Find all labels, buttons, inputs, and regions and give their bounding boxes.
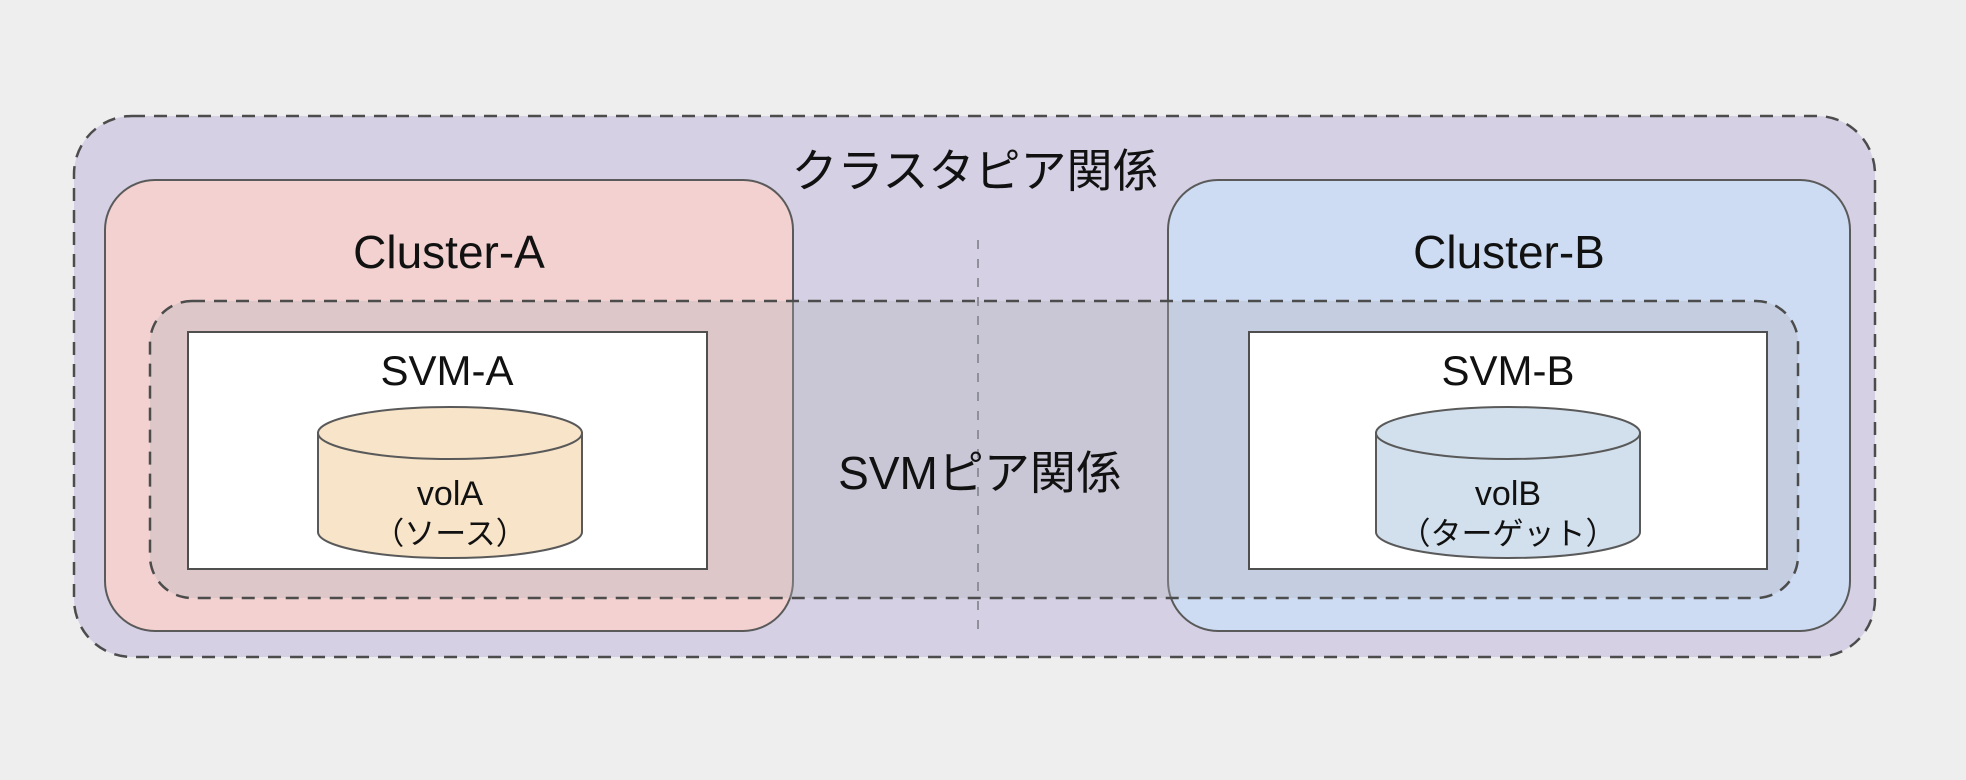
- volume-b-cylinder-body: [1375, 432, 1641, 559]
- volume-a-cylinder-icon: [317, 406, 583, 559]
- volume-a-cylinder-top: [317, 406, 583, 460]
- volume-b-cylinder-top: [1375, 406, 1641, 460]
- volume-a-cylinder-body: [317, 432, 583, 559]
- volume-b-cylinder-icon: [1375, 406, 1641, 559]
